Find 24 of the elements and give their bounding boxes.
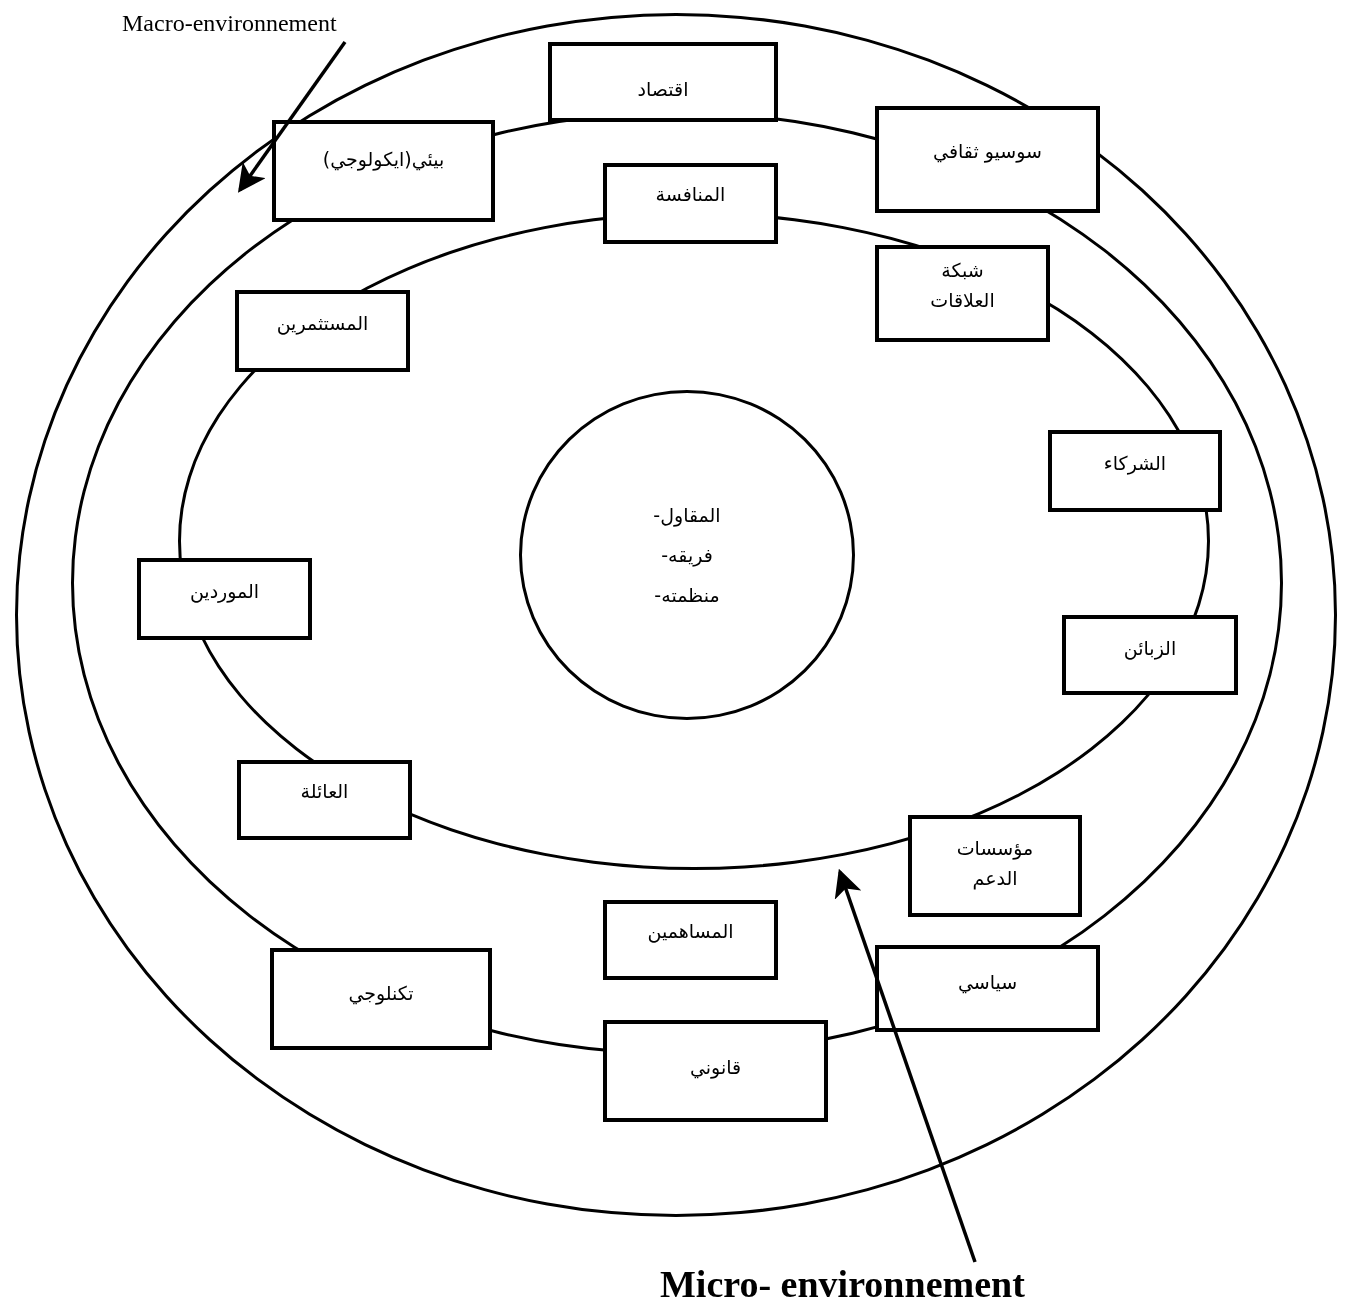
heading-label: Macro-environnement (122, 10, 462, 42)
leader-arrow (834, 868, 977, 1263)
center-circle (519, 390, 855, 720)
leader-arrow (237, 41, 347, 193)
text-box: المنافسة (603, 163, 778, 244)
text-box: سياسي (875, 945, 1100, 1032)
text-box: المستثمرين (235, 290, 410, 372)
text-box: سوسيو ثقافي (875, 106, 1100, 213)
heading-label: Micro- environnement (660, 1262, 1190, 1309)
text-box: مؤسسات الدعم (908, 815, 1082, 917)
text-box: الشركاء (1048, 430, 1222, 512)
list-item-text: منظمته- (654, 584, 720, 606)
text-box: تكنلوجي (270, 948, 492, 1050)
ring-ellipse (15, 13, 1337, 1217)
text-box: الموردين (137, 558, 312, 640)
text-box: بيئي(ايكولوجي) (272, 120, 495, 222)
text-box: قانوني (603, 1020, 828, 1122)
text-box: اقتصاد (548, 42, 778, 122)
text-box: المساهمين (603, 900, 778, 980)
text-box: الزبائن (1062, 615, 1238, 695)
text-box: العائلة (237, 760, 412, 840)
text-box: شبكة العلاقات (875, 245, 1050, 342)
list-item-text: المقاول- (653, 504, 721, 526)
list-item-text: فريقه- (661, 544, 713, 566)
